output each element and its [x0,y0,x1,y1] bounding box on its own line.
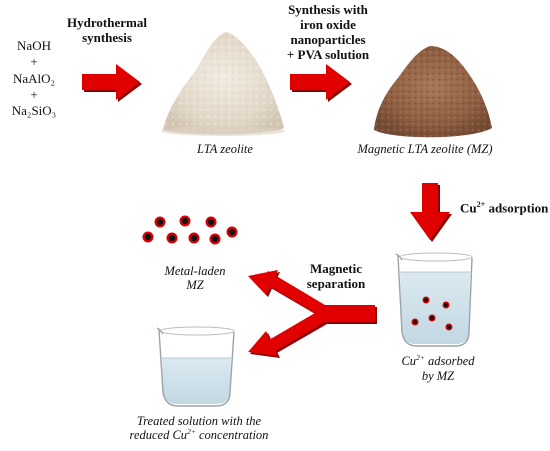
label-cu-adsorbed: Cu2+ adsorbed by MZ [390,353,486,383]
label-line: Metal-laden [164,264,226,278]
step-hydrothermal: Hydrothermal synthesis [62,15,152,46]
ion-charge: 2+ [187,427,196,437]
reagent-plus: + [30,86,38,102]
label-text: concentration [199,428,269,443]
label-text: reduced Cu [129,428,188,443]
particle [226,226,238,238]
step-line: Hydrothermal [67,15,147,30]
step-line: + PVA solution [286,46,370,62]
ion: Cu [460,200,477,216]
reagents-list: NaOH + NaAlO₂ + Na₂SiO₃ [0,38,68,119]
beaker-treated [156,326,235,407]
beaker-adsorption [395,252,473,347]
label-lta-zeolite: LTA zeolite [197,142,253,156]
step-cu-adsorption: Cu2+ adsorption [460,200,550,216]
label-metal-laden: Metal-laden MZ [150,264,240,293]
reagent: Na₂SiO₃ [11,103,57,118]
label-line: reduced Cu2+ concentration [116,428,282,443]
ion: Cu [401,354,417,369]
step-line: separation [306,275,366,291]
step-line: Magnetic [310,261,362,276]
arrow-synthesis [290,64,352,102]
label-line: MZ [186,278,204,293]
label-line: Cu2+ adsorbed [390,353,486,369]
particle [154,216,166,228]
particle [209,233,221,245]
step-line: iron oxide [300,16,356,32]
label-line: Treated solution with the [136,414,262,428]
particle [188,232,200,244]
ion-charge: 2+ [416,353,425,362]
particle [142,231,154,243]
particle [166,232,178,244]
label-treated-solution: Treated solution with the reduced Cu2+ c… [116,414,282,443]
reagent: NaOH [17,38,51,53]
mz-powder [374,46,492,138]
step-line: nanoparticles [290,31,366,47]
arrow-hydrothermal [82,64,142,102]
reagent-plus: + [30,54,38,70]
arrow-adsorption [410,183,452,242]
arrow-magnetic-separation [248,270,377,358]
particle [205,216,217,228]
step-magnetic-separation: Magnetic separation [296,261,376,292]
label-text: adsorbed [428,354,475,369]
lta-zeolite-powder [161,32,285,136]
metal-laden-particles [142,215,238,245]
reagent: NaAlO₂ [12,70,56,86]
step-line: synthesis [82,29,132,45]
step-text: adsorption [488,200,549,216]
label-line: by MZ [421,368,455,383]
step-synthesis-with: Synthesis with iron oxide nanoparticles … [270,2,386,63]
ion-charge: 2+ [476,200,486,209]
label-mz: Magnetic LTA zeolite (MZ) [357,142,493,156]
particle [179,215,191,227]
step-line: Synthesis with [288,2,368,17]
